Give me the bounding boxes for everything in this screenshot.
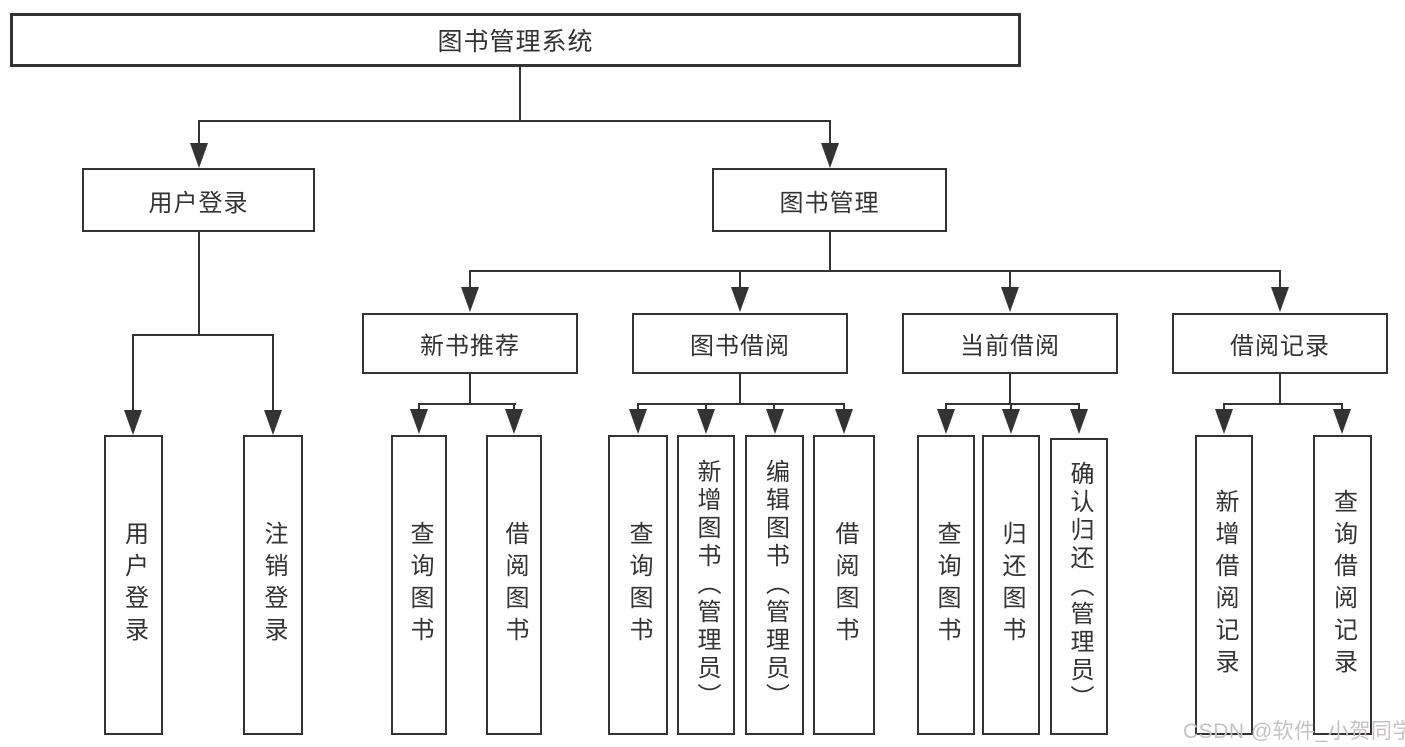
- leaf-borrow-books-recommend-label: 借阅图书: [501, 521, 528, 649]
- leaf-add-books-admin: 新增图书（管理员）: [677, 435, 735, 735]
- leaf-query-books-recommend-label: 查询图书: [406, 521, 433, 649]
- connector-book-borrow-stem: [739, 270, 741, 288]
- connector-book-mgmt-down: [829, 232, 831, 272]
- connector-g5-leaf1-stem: [1223, 403, 1225, 412]
- connector-g3-leaf3-stem: [773, 403, 775, 412]
- arrow-leaf-user-login: [124, 410, 142, 435]
- connector-new-rec-rail: [418, 403, 516, 405]
- arrow-g5-leaf2: [1333, 409, 1351, 434]
- arrow-book-borrow: [731, 287, 749, 312]
- arrow-new-rec: [461, 287, 479, 312]
- leaf-edit-books-admin: 编辑图书（管理员）: [745, 435, 804, 735]
- connector-current-borrow-down: [1009, 374, 1011, 405]
- leaf-user-login: 用户登录: [104, 435, 163, 735]
- node-current-borrow: 当前借阅: [902, 313, 1118, 374]
- connector-g5-leaf2-stem: [1341, 403, 1343, 412]
- connector-root-stem: [519, 67, 521, 121]
- leaf-confirm-return-admin: 确认归还（管理员）: [1050, 438, 1108, 735]
- connector-current-borrow-stem: [1009, 270, 1011, 288]
- node-library-system: 图书管理系统: [10, 13, 1021, 67]
- connector-g2-leaf2-stem: [513, 403, 515, 412]
- leaf-logout: 注销登录: [243, 435, 303, 735]
- leaf-add-borrow-record-label: 新增借阅记录: [1211, 489, 1238, 681]
- node-new-book-recommend-label: 新书推荐: [420, 333, 520, 360]
- leaf-user-login-label: 用户登录: [120, 521, 148, 649]
- arrow-g3-leaf1: [629, 409, 647, 434]
- leaf-borrow-books: 借阅图书: [813, 435, 875, 735]
- node-book-borrow-label: 图书借阅: [690, 333, 790, 360]
- leaf-query-books-current-label: 查询图书: [933, 521, 960, 649]
- leaf-query-books-borrow-label: 查询图书: [625, 521, 652, 649]
- leaf-logout-label: 注销登录: [260, 521, 287, 649]
- arrow-g3-leaf4: [835, 409, 853, 434]
- node-user-login-label: 用户登录: [148, 189, 249, 217]
- connector-user-login-down: [198, 232, 200, 336]
- connector-g2-leaf1-stem: [418, 403, 420, 412]
- connector-borrow-records-rail: [1223, 403, 1343, 405]
- node-library-system-label: 图书管理系统: [437, 28, 594, 56]
- connector-g4-leaf3-stem: [1078, 403, 1080, 412]
- arrow-g4-leaf1: [937, 409, 955, 434]
- node-borrow-records: 借阅记录: [1172, 313, 1388, 374]
- arrow-book-mgmt: [821, 143, 839, 168]
- leaf-borrow-books-recommend: 借阅图书: [486, 435, 542, 735]
- leaf-query-borrow-record: 查询借阅记录: [1313, 435, 1372, 735]
- connector-g4-leaf2-stem: [1010, 403, 1012, 412]
- leaf-return-books-label: 归还图书: [998, 521, 1025, 649]
- connector-user-login-stem: [198, 120, 200, 146]
- leaf-query-books-borrow: 查询图书: [608, 435, 668, 735]
- connector-new-rec-stem: [469, 270, 471, 288]
- connector-new-rec-down: [469, 374, 471, 405]
- connector-book-borrow-down: [739, 374, 741, 405]
- node-borrow-records-label: 借阅记录: [1230, 333, 1330, 360]
- arrow-current-borrow: [1001, 287, 1019, 312]
- node-user-login: 用户登录: [82, 168, 315, 232]
- arrow-g3-leaf3: [766, 409, 784, 434]
- node-book-management: 图书管理: [712, 168, 947, 232]
- arrow-g4-leaf3: [1070, 409, 1088, 434]
- connector-g3-leaf1-stem: [637, 403, 639, 412]
- leaf-query-borrow-record-label: 查询借阅记录: [1329, 489, 1357, 681]
- leaf-borrow-books-label: 借阅图书: [831, 521, 858, 649]
- csdn-watermark: CSDN @软件_小贺同学: [1183, 720, 1405, 743]
- connector-user-login-rail: [132, 334, 274, 336]
- leaf-confirm-return-admin-label: 确认归还（管理员）: [1066, 460, 1093, 713]
- arrow-g2-leaf1: [410, 409, 428, 434]
- leaf-add-books-admin-label: 新增图书（管理员）: [693, 459, 720, 711]
- connector-borrow-records-stem: [1279, 270, 1281, 288]
- node-book-management-label: 图书管理: [779, 189, 880, 217]
- arrow-g3-leaf2: [697, 409, 715, 434]
- leaf-query-books-current: 查询图书: [917, 435, 975, 735]
- arrow-user-login: [190, 143, 208, 168]
- connector-current-borrow-rail: [945, 403, 1080, 405]
- arrow-g5-leaf1: [1215, 409, 1233, 434]
- node-book-borrow: 图书借阅: [632, 313, 848, 374]
- connector-leaf-logout-stem: [272, 334, 274, 410]
- connector-book-borrow-rail: [637, 403, 845, 405]
- node-current-borrow-label: 当前借阅: [960, 333, 1060, 360]
- connector-leaf-user-login-stem: [132, 334, 134, 410]
- leaf-add-borrow-record: 新增借阅记录: [1195, 435, 1253, 735]
- connector-g4-leaf1-stem: [945, 403, 947, 412]
- leaf-query-books-recommend: 查询图书: [391, 435, 447, 735]
- connector-root-rail: [198, 120, 831, 122]
- connector-g3-leaf4-stem: [843, 403, 845, 412]
- arrow-g2-leaf2: [505, 409, 523, 434]
- arrow-leaf-logout: [264, 410, 282, 435]
- arrow-borrow-records: [1271, 287, 1289, 312]
- connector-book-mgmt-rail: [469, 270, 1281, 272]
- connector-book-mgmt-stem: [829, 120, 831, 146]
- arrow-g4-leaf2: [1002, 409, 1020, 434]
- leaf-edit-books-admin-label: 编辑图书（管理员）: [761, 459, 789, 711]
- connector-borrow-records-down: [1279, 374, 1281, 405]
- leaf-return-books: 归还图书: [982, 435, 1040, 735]
- node-new-book-recommend: 新书推荐: [362, 313, 578, 374]
- connector-g3-leaf2-stem: [705, 403, 707, 412]
